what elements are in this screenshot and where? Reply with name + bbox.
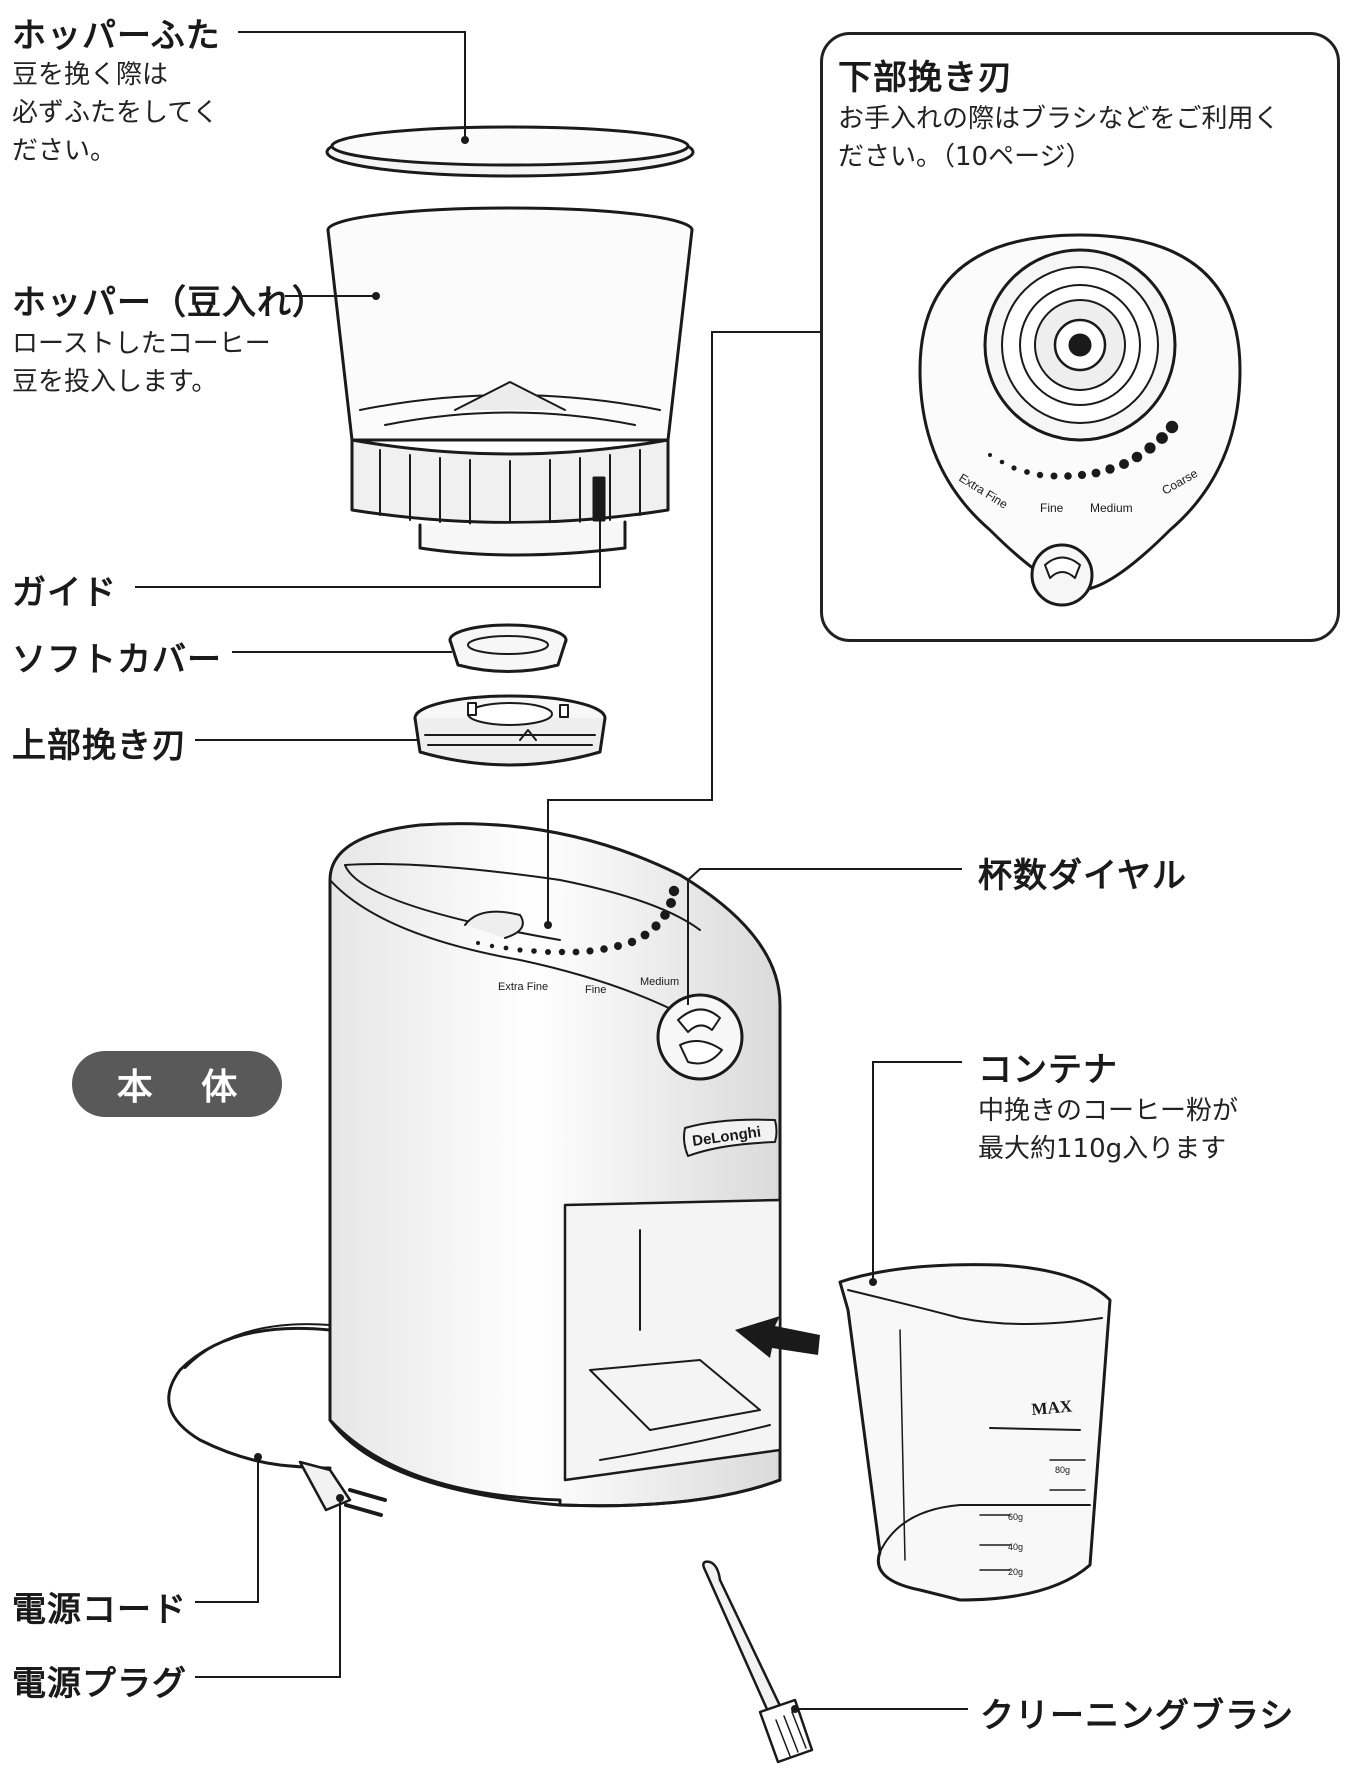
- container-part: [838, 1263, 1112, 1602]
- leader-hopper-lid: [238, 31, 466, 140]
- cleaning-brush-title: クリーニングブラシ: [980, 1696, 1295, 1736]
- hopper-desc: ローストしたコーヒー 豆を投入します。: [12, 329, 271, 397]
- container-title: コンテナ: [978, 1050, 1118, 1090]
- lower-burr-desc: お手入れの際はブラシなどをご利用く ださい。（10ページ）: [838, 104, 1280, 172]
- leader-cup-dial: [687, 868, 962, 1005]
- soft-cover-part: [448, 623, 568, 673]
- leader-lower-burr: [547, 331, 820, 925]
- grind-dots-inset: [988, 420, 1179, 480]
- lower-burr-topview: [918, 233, 1242, 607]
- container-scale-40: 40g: [1008, 1542, 1023, 1552]
- grinder-body-part: [167, 822, 820, 1508]
- upper-burr-title: 上部挽き刃: [12, 726, 187, 766]
- leader-guide: [135, 520, 601, 588]
- power-plug-part: [298, 1460, 387, 1517]
- leader-container: [872, 1061, 962, 1282]
- leader-dot-container: [869, 1278, 877, 1286]
- soft-cover-title: ソフトカバー: [12, 640, 222, 680]
- hopper-lid-desc: 豆を挽く際は 必ずふたをしてく ださい。: [12, 60, 219, 166]
- hopper-lid-part: [325, 125, 695, 178]
- lower-burr-inset-frame: [820, 32, 1340, 642]
- grind-extra-fine-body: Extra Fine: [498, 981, 548, 993]
- power-plug-title: 電源プラグ: [12, 1664, 187, 1704]
- grind-medium-inset: Medium: [1090, 501, 1133, 515]
- body-badge: 本 体: [72, 1051, 282, 1117]
- cup-dial-title: 杯数ダイヤル: [978, 856, 1187, 896]
- power-cord-title: 電源コード: [12, 1590, 187, 1630]
- hopper-title: ホッパー（豆入れ）: [12, 283, 327, 323]
- leader-power-cord: [195, 1457, 259, 1603]
- container-max-mark: MAX: [1031, 1396, 1074, 1419]
- hopper-lid-title: ホッパーふた: [12, 16, 221, 56]
- lower-burr-title: 下部挽き刃: [838, 58, 1013, 98]
- upper-burr-part: [413, 694, 607, 767]
- container-desc: 中挽きのコーヒー粉が 最大約110g入ります: [978, 1096, 1239, 1164]
- hopper-part: [326, 206, 694, 557]
- leader-power-plug: [195, 1498, 341, 1678]
- grind-medium-body: Medium: [640, 976, 679, 988]
- guide-title: ガイド: [12, 573, 117, 613]
- leader-dot-power-plug: [336, 1494, 344, 1502]
- cleaning-brush-part: [702, 1560, 814, 1764]
- container-scale-60: 60g: [1008, 1512, 1023, 1522]
- grind-dots-body: [476, 885, 680, 956]
- leader-dot-hopper-lid: [461, 136, 469, 144]
- grind-fine-inset: Fine: [1040, 501, 1064, 515]
- leader-dot-power-cord: [254, 1453, 262, 1461]
- leader-dot-cleaning-brush: [791, 1705, 799, 1713]
- leader-dot-hopper: [372, 292, 380, 300]
- container-scale-80: 80g: [1055, 1465, 1070, 1475]
- grind-fine-body: Fine: [585, 984, 606, 996]
- leader-dot-lower-burr: [544, 921, 552, 929]
- container-scale-20: 20g: [1008, 1567, 1023, 1577]
